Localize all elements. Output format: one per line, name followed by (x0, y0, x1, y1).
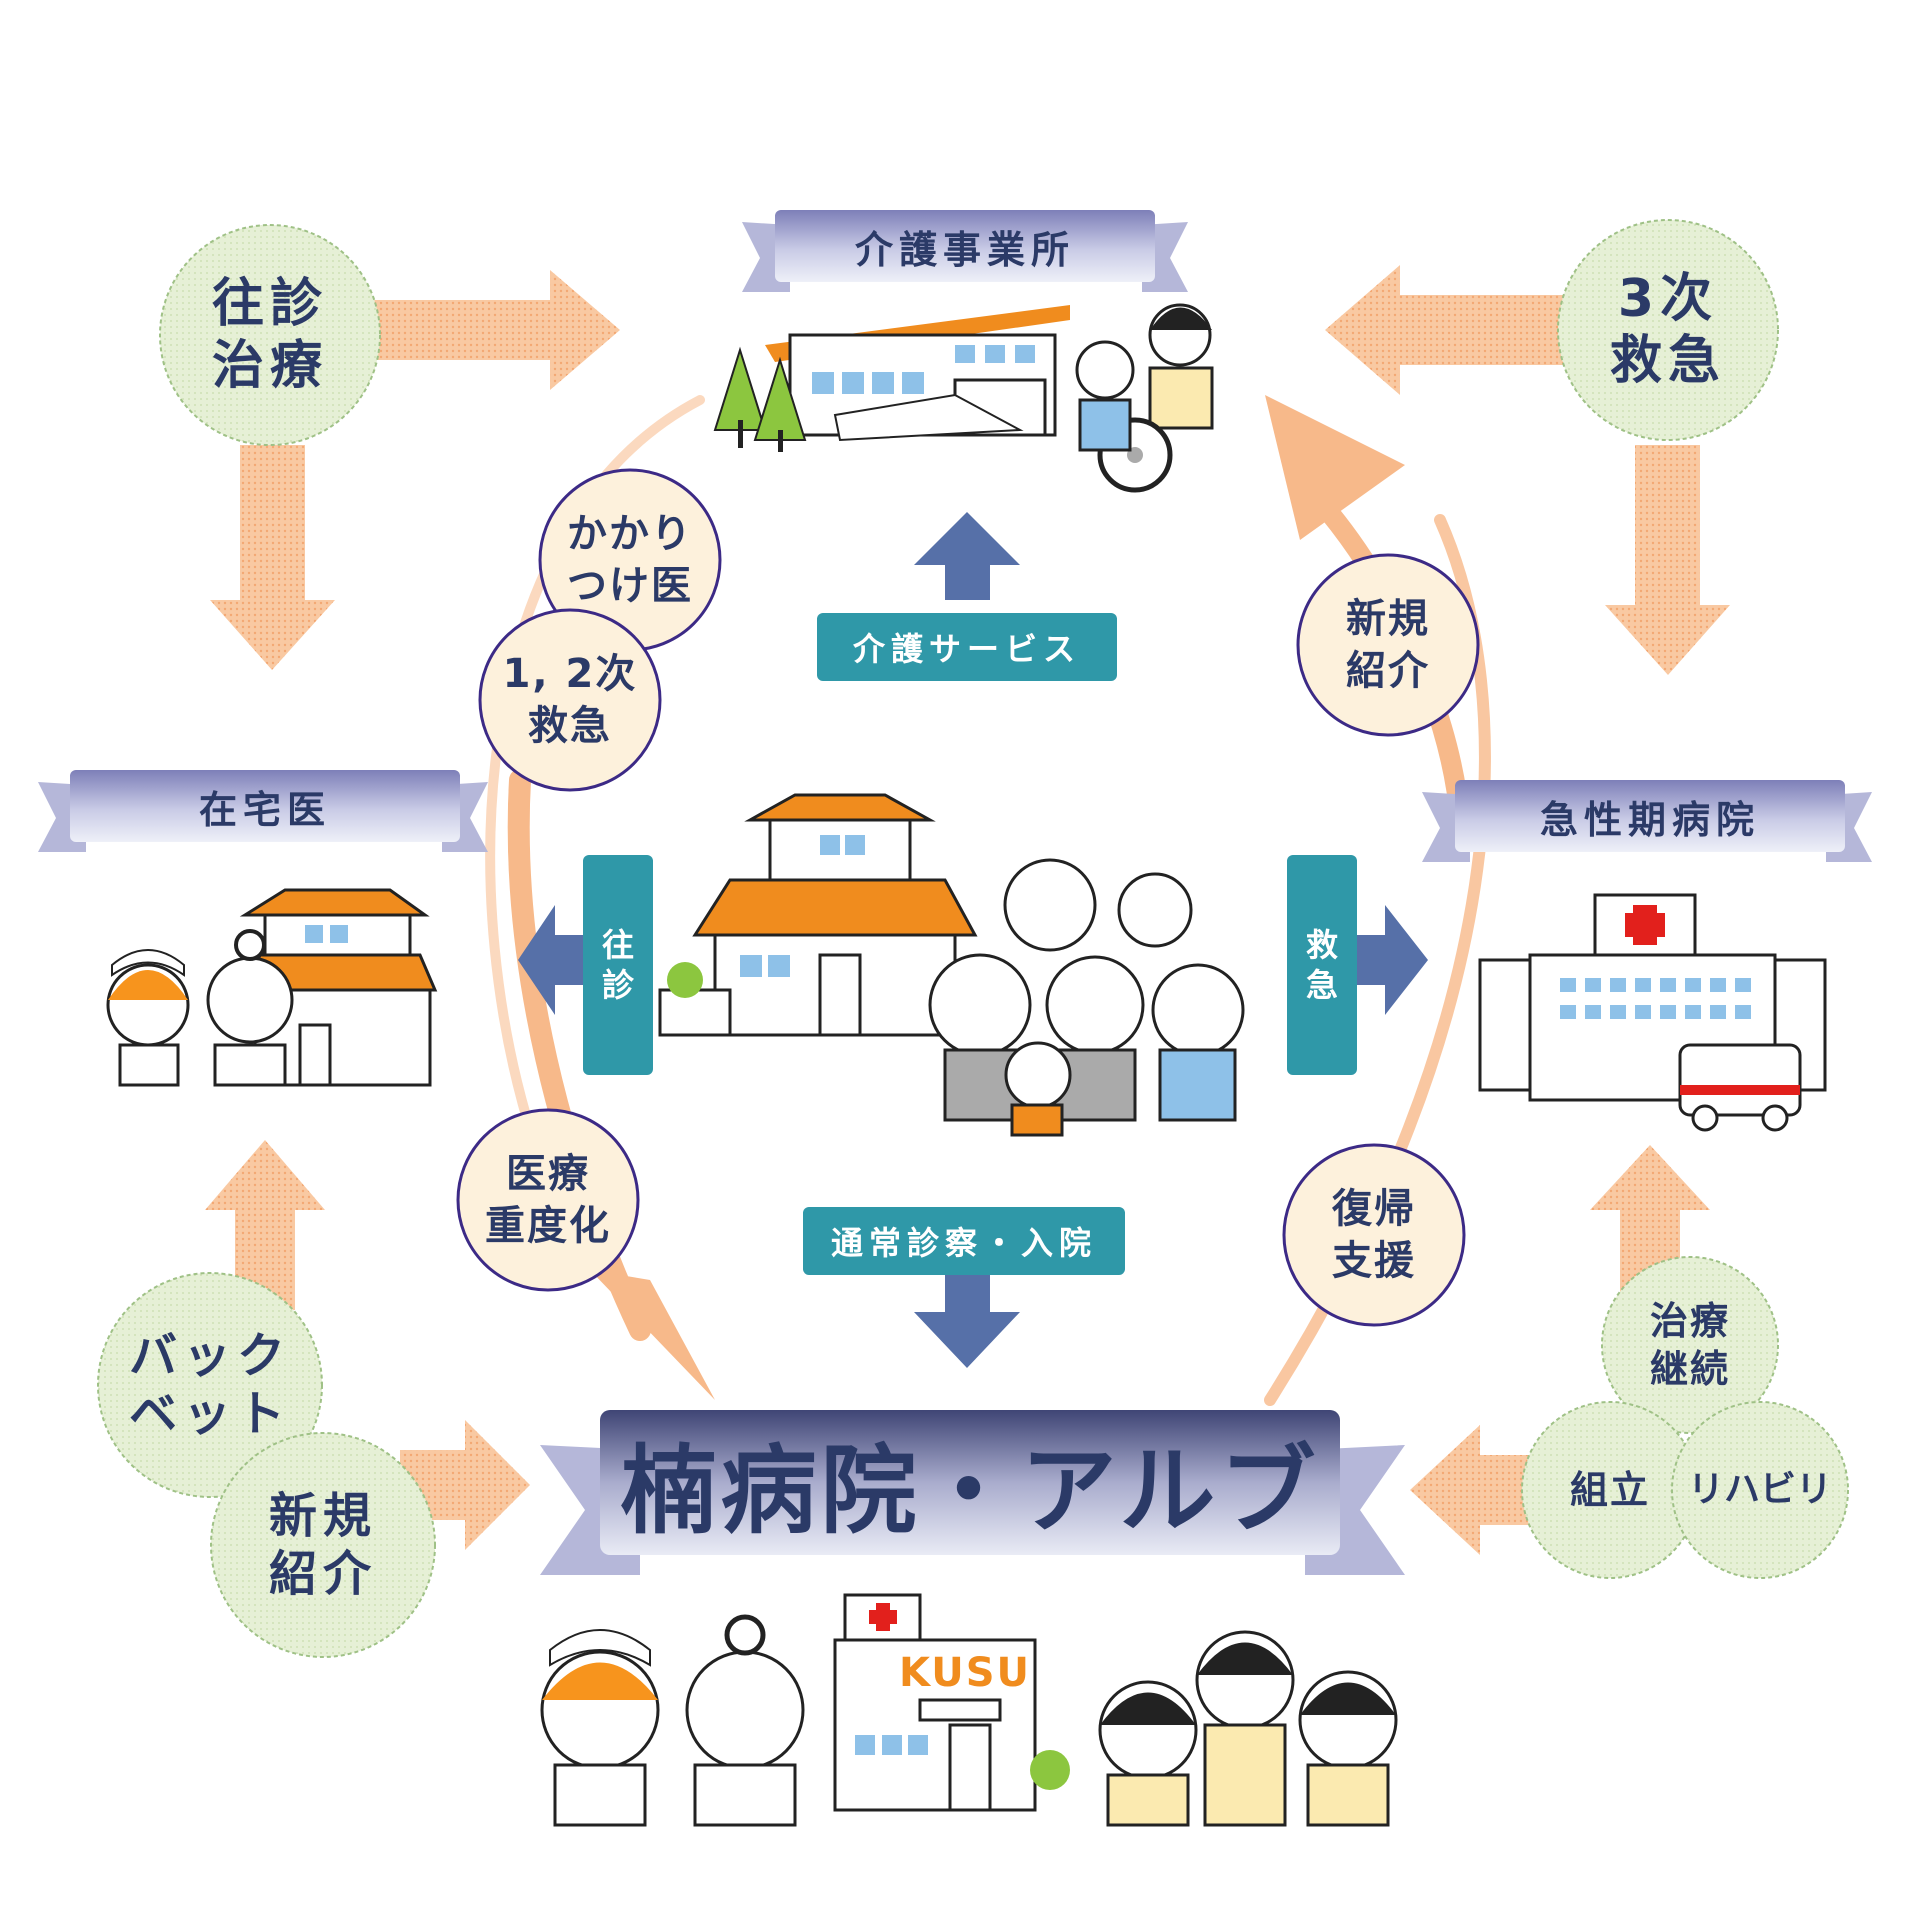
rehabilitation-text: リハビリ (1687, 1469, 1832, 1510)
circle-new-referral-right (1296, 553, 1480, 737)
arrow-bottom-left-up (205, 1140, 325, 1310)
emergency-text: 救 急 (1305, 926, 1338, 1004)
arrow-bottom-right-left (1410, 1425, 1540, 1555)
yellow-circles (456, 468, 1480, 1327)
teal-box-home-visit (583, 855, 653, 1075)
arrow-top-left-down (210, 445, 335, 670)
ribbon-care-office (742, 210, 1188, 292)
circle-backup-bed (97, 1272, 323, 1498)
assembly-text: 組立 (1569, 1468, 1650, 1512)
ribbon-home-doctor (38, 770, 488, 852)
main-hospital-title: 楠病院・アルブ (620, 1435, 1320, 1547)
main-hospital-illustration (540, 1593, 1398, 1827)
ribbon-main (540, 1410, 1405, 1575)
teal-box-regular-care (803, 1207, 1125, 1275)
arc-arrowhead-bottom (590, 1270, 715, 1400)
new-referral-left-text: 新規 紹介 (268, 1488, 377, 1602)
circle-rehabilitation (1671, 1401, 1849, 1579)
home-visit-treatment-text: 往診 治療 (211, 274, 328, 396)
arrow-up-care (914, 512, 1020, 600)
circle-home-visit-treatment (159, 224, 381, 446)
circle-tertiary-emergency (1557, 219, 1779, 441)
care-service-text: 介護サービス (852, 630, 1081, 668)
regular-care-text: 通常診察・入院 (830, 1224, 1097, 1262)
blue-arrows (518, 512, 1428, 1368)
teal-box-care-service (817, 613, 1117, 681)
circle-new-referral-left (210, 1432, 436, 1658)
orange-arrows (205, 265, 1730, 1555)
arrow-bottom-right-up (1590, 1145, 1710, 1295)
arrow-left-home (518, 905, 585, 1015)
circle-medical-severity (456, 1108, 640, 1292)
return-support-text: 復帰 支援 (1332, 1186, 1416, 1284)
arc-arrowhead-top (1265, 395, 1405, 540)
home-visit-text: 往 診 (601, 926, 634, 1004)
arrow-down-main (914, 1275, 1020, 1368)
home-doctor-illustration (106, 888, 438, 1087)
circle-treatment-continuation (1601, 1256, 1779, 1434)
arrow-right-acute (1355, 905, 1428, 1015)
treatment-continuation-text: 治療 継続 (1649, 1299, 1730, 1391)
care-office-label: 介護事業所 (854, 227, 1075, 272)
new-referral-right-text: 新規 紹介 (1346, 596, 1430, 694)
backup-bed-text: バック ベット (128, 1328, 291, 1442)
arrow-top-left-right (370, 270, 620, 390)
tertiary-emergency-text: 3次 救急 (1609, 269, 1726, 391)
green-circles (97, 219, 1849, 1658)
acute-hospital-label: 急性期病院 (1539, 797, 1760, 842)
primary-secondary-emergency-text: 1, 2次 救急 (502, 651, 638, 749)
care-office-illustration (713, 303, 1214, 493)
medical-severity-text: 医療 重度化 (485, 1151, 611, 1249)
circle-primary-secondary-emergency (478, 608, 662, 792)
teal-box-emergency (1287, 855, 1357, 1075)
arrow-top-right-down (1605, 445, 1730, 675)
arrow-top-right-left (1325, 265, 1570, 395)
home-doctor-label: 在宅医 (198, 787, 331, 832)
ribbon-acute-hospital (1422, 780, 1872, 862)
circle-return-support (1282, 1143, 1466, 1327)
family-house-illustration (658, 793, 1245, 1137)
acute-hospital-illustration (1478, 893, 1827, 1132)
kusu-sign: KUSU (898, 1649, 1032, 1696)
family-doctor-text: かかり つけ医 (567, 511, 693, 609)
